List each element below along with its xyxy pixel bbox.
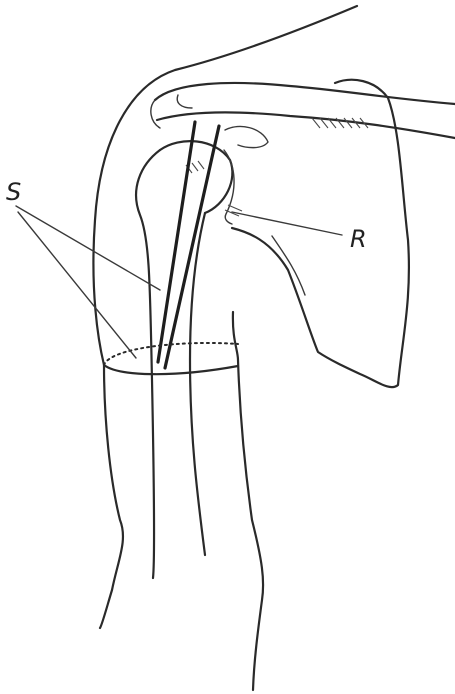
cuff-top-ellipse: [104, 365, 238, 374]
s-leader-line-lower: [18, 212, 136, 358]
humerus-head: [160, 141, 232, 213]
s-leader-line-upper: [16, 206, 160, 290]
rod-medial: [165, 126, 219, 368]
arm-skin-outline-medial: [233, 312, 263, 690]
humerus-shaft-lateral: [136, 150, 160, 578]
scapula-border: [272, 236, 305, 295]
label-r: R: [350, 225, 367, 253]
arm-skin-outline-lateral: [93, 6, 357, 628]
clavicle-end: [151, 95, 192, 128]
r-leader-line: [232, 212, 342, 235]
clavicle: [155, 83, 455, 138]
acromion: [225, 126, 268, 147]
r-hatching: [225, 205, 242, 216]
label-s: S: [6, 178, 21, 206]
rod-lateral: [158, 122, 195, 362]
humerus-shaft-medial: [190, 213, 205, 555]
